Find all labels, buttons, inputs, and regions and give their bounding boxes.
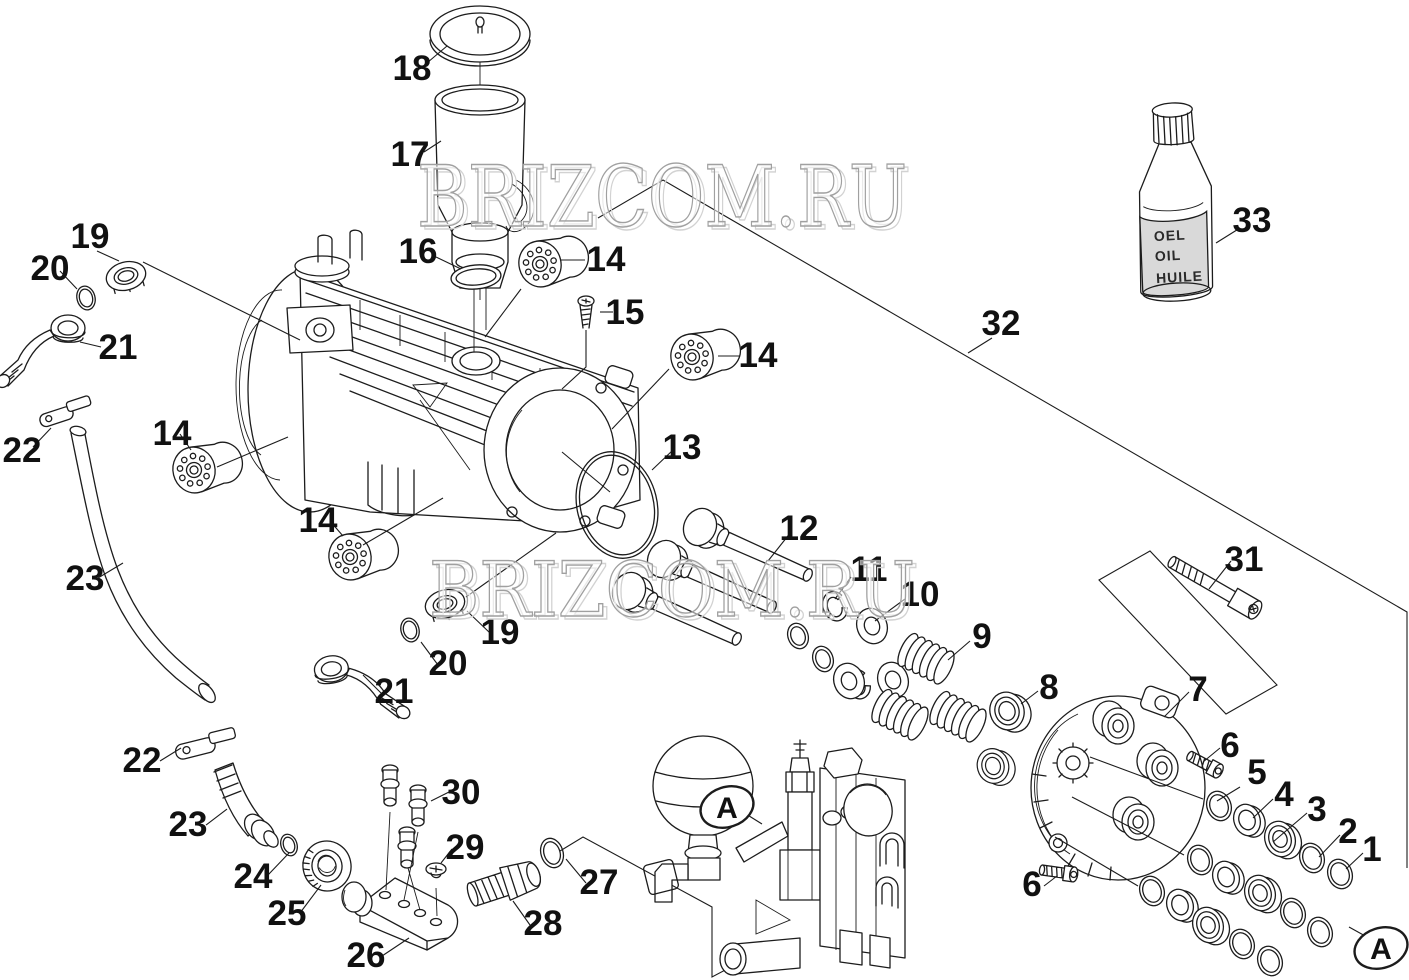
watermark-middle: BRIZCOM.RU BRIZCOM.RU [428,544,919,637]
callout-25: 25 [268,894,307,933]
callout-27: 27 [580,863,619,902]
part-24-washer [280,833,298,857]
callout-31: 31 [1225,540,1264,579]
pump-crankcase [235,229,641,533]
callout-15: 15 [606,293,645,332]
part-oring-small [811,645,835,673]
callout-5: 5 [1247,753,1266,792]
callout-21a: 21 [99,328,138,367]
part-9-spring [925,688,991,746]
callout-8: 8 [1039,668,1058,707]
callout-1: 1 [1362,830,1381,869]
part-17-reservoir [434,84,535,289]
callout-12: 12 [780,509,819,548]
callout-14b: 14 [739,336,778,375]
part-33-oil-bottle: OEL OIL HUILE [1138,102,1214,302]
callout-14c: 14 [153,414,192,453]
valve-assembly-detail [559,735,906,978]
callout-2: 2 [1338,812,1357,851]
callout-18: 18 [393,49,432,88]
callout-7: 7 [1188,670,1207,709]
callout-24: 24 [234,857,273,896]
part-22-clip [174,727,237,760]
watermark-text: BRIZCOM.RU [417,148,907,246]
part-20-washer [76,285,96,311]
callout-6b: 6 [1022,865,1041,904]
part-7-cylinder-head [1030,685,1206,881]
part-18-cap [429,5,531,67]
callout-16: 16 [399,232,438,271]
part-14-bearing [665,322,746,386]
callout-21b: 21 [375,672,414,711]
part-22-clip [39,395,92,428]
callout-11: 11 [851,550,888,589]
part-8-seal [989,691,1032,733]
part-16-oring [450,264,502,290]
callout-19b: 19 [481,613,520,652]
detail-a-label: A [1370,933,1392,966]
detail-marker-A: A [699,785,763,829]
callout-23a: 23 [66,559,105,598]
bottle-label-line2: OIL [1154,247,1181,264]
part-28-plug [466,861,542,907]
detail-a-label: A [716,792,738,825]
callout-28: 28 [524,904,563,943]
bottle-label-line1: OEL [1153,227,1186,245]
part-oring-small [786,622,810,650]
watermark-shadow: BRIZCOM.RU [433,548,919,637]
part-10-washer [832,662,866,700]
callout-9: 9 [972,617,991,656]
callout-20b: 20 [429,644,468,683]
callout-4: 4 [1274,775,1294,814]
part-13-oring [575,451,659,559]
callout-32: 32 [982,304,1021,343]
callout-23b: 23 [169,805,208,844]
assembly-lines [142,261,1204,917]
bottle-label-line3: HUILE [1156,268,1204,286]
part-15-screw [577,295,595,329]
part-23-elbow-tube [213,762,279,848]
callout-3: 3 [1307,790,1326,829]
spline-shaft [1052,742,1094,784]
part-30-valve-fitting [397,826,417,869]
callout-6a: 6 [1220,726,1239,765]
part-8-seal [976,748,1016,786]
part-11-snap-ring [821,590,849,622]
callout-29: 29 [446,828,485,867]
part-26-manifold-block [341,877,459,951]
callout-26: 26 [347,936,386,975]
callout-leaders [32,45,1364,957]
callout-20a: 20 [31,249,70,288]
part-30-valve-fitting [380,764,400,807]
callout-19a: 19 [71,217,110,256]
part-23-hose [69,425,216,704]
part-19-nut [102,256,151,298]
callout-30: 30 [442,773,481,812]
callout-22a: 22 [3,431,42,470]
callout-17: 17 [391,135,430,174]
callout-10: 10 [901,575,940,614]
callout-14d: 14 [299,501,338,540]
watermark-shadow: BRIZCOM.RU [421,151,911,249]
watermark-top: BRIZCOM.RU BRIZCOM.RU [416,147,911,249]
part-10-washer [876,661,910,699]
part-20-washer [400,617,420,643]
callout-33: 33 [1233,201,1272,240]
part-30-valve-fitting [408,784,428,827]
kit-31-panel [1098,550,1278,715]
part-27-oring [539,837,565,869]
part-25-knurled-nut [302,840,352,892]
part-31-bolt [1167,555,1263,620]
watermark-text: BRIZCOM.RU [429,545,915,634]
kit-32-boundary-lines [597,179,1408,868]
part-29-screw [425,862,447,879]
part-21-elbow [313,655,411,720]
callout-13: 13 [663,428,702,467]
callout-labels: 18 17 16 14 15 14 19 20 21 22 14 23 14 1… [3,49,1382,975]
detail-marker-A: A [1348,926,1409,970]
callout-22b: 22 [123,741,162,780]
callout-14a: 14 [587,240,626,279]
part-21-elbow [0,314,86,389]
